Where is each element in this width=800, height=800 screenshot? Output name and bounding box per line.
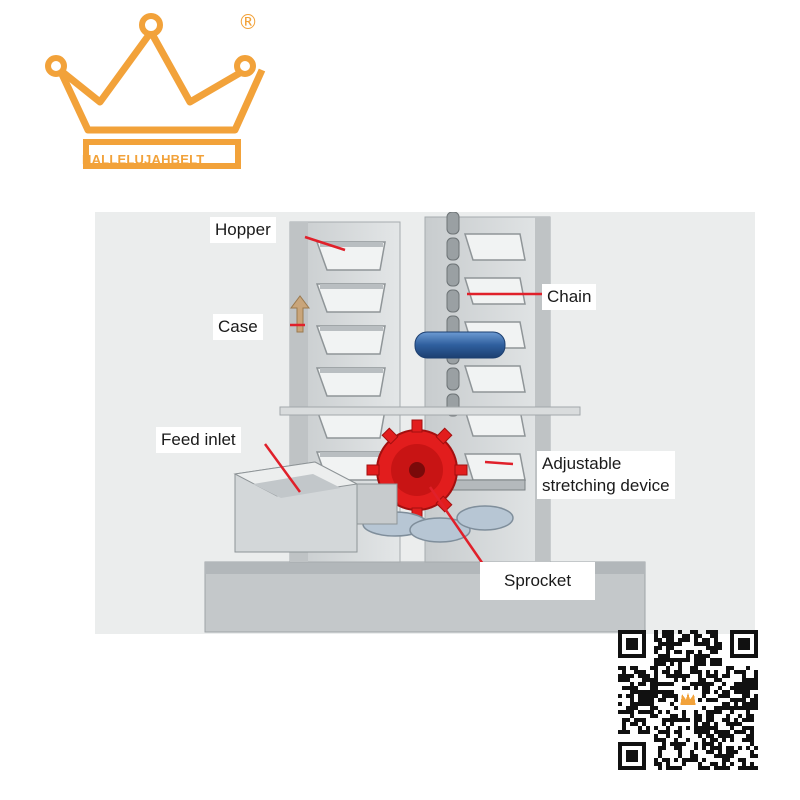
label-chain: Chain: [542, 284, 597, 311]
leader-lines: [263, 235, 545, 565]
label-adjustable-stretching-device: Adjustable stretching device: [537, 451, 675, 500]
bucket-elevator-diagram: [95, 212, 755, 634]
brand-name: HALLELUJAHBELT: [82, 152, 205, 167]
label-feed-inlet: Feed inlet: [156, 427, 241, 454]
qr-code-icon: [618, 630, 758, 770]
label-case: Case: [213, 314, 263, 341]
crown-logo-icon: [45, 13, 266, 169]
up-arrow: [290, 295, 310, 333]
label-hopper: Hopper: [210, 217, 276, 244]
registered-trademark-icon: ®: [238, 10, 258, 34]
roller: [414, 331, 506, 359]
label-sprocket: Sprocket: [480, 562, 596, 601]
